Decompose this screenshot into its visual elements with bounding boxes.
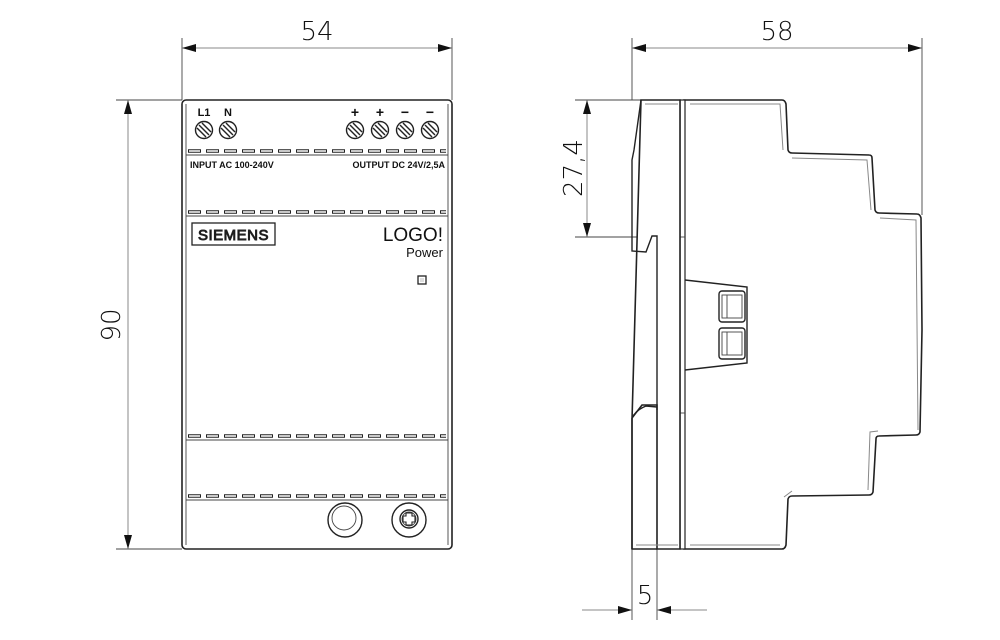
product-subname: Power (406, 245, 444, 260)
screw-icon-l1 (194, 120, 214, 140)
screw-icon-plus-1 (345, 120, 365, 140)
dimension-height-90: 90 (97, 99, 182, 550)
side-view: 58 27,4 5 (559, 17, 923, 620)
product-name: LOGO! (383, 225, 443, 246)
dimension-text-27-4: 27,4 (559, 139, 589, 197)
bus-connector (684, 279, 748, 371)
housing-side (683, 99, 923, 550)
dimension-depth-58: 58 (631, 17, 923, 215)
dimension-text-5: 5 (637, 581, 654, 611)
adjust-screw-icon (391, 502, 427, 538)
input-rating-label: INPUT AC 100-240V (190, 160, 274, 170)
screw-icon-minus-1 (395, 120, 415, 140)
output-rating-label: OUTPUT DC 24V/2,5A (352, 160, 445, 170)
dimension-clip-27-4: 27,4 (559, 99, 680, 238)
terminal-screw-icons (194, 120, 440, 140)
screw-icon-n (218, 120, 238, 140)
dimension-text-90: 90 (97, 308, 127, 341)
vent-row-1 (186, 149, 448, 156)
terminal-label-minus-2: − (426, 104, 434, 120)
status-led-icon (417, 275, 427, 285)
terminal-label-minus-1: − (401, 104, 409, 120)
dimension-width-54: 54 (181, 17, 453, 100)
terminal-label-plus-1: + (351, 104, 359, 120)
dimension-text-58: 58 (760, 17, 793, 47)
siemens-logo: SIEMENS (191, 222, 276, 246)
terminal-label-l1: L1 (198, 107, 211, 119)
front-view: 54 90 L1 N + + − − (97, 17, 453, 550)
vent-row-4 (186, 494, 448, 501)
screw-icon-minus-2 (420, 120, 440, 140)
din-clip-upper (631, 99, 681, 550)
screw-icon-plus-2 (370, 120, 390, 140)
dimension-text-54: 54 (300, 17, 333, 47)
vent-row-2 (186, 210, 448, 217)
brand-text: SIEMENS (198, 227, 269, 244)
indicator-lens-icon (327, 502, 363, 538)
terminal-label-n: N (224, 107, 232, 119)
vent-row-3 (186, 434, 448, 441)
terminal-label-plus-2: + (376, 104, 384, 120)
